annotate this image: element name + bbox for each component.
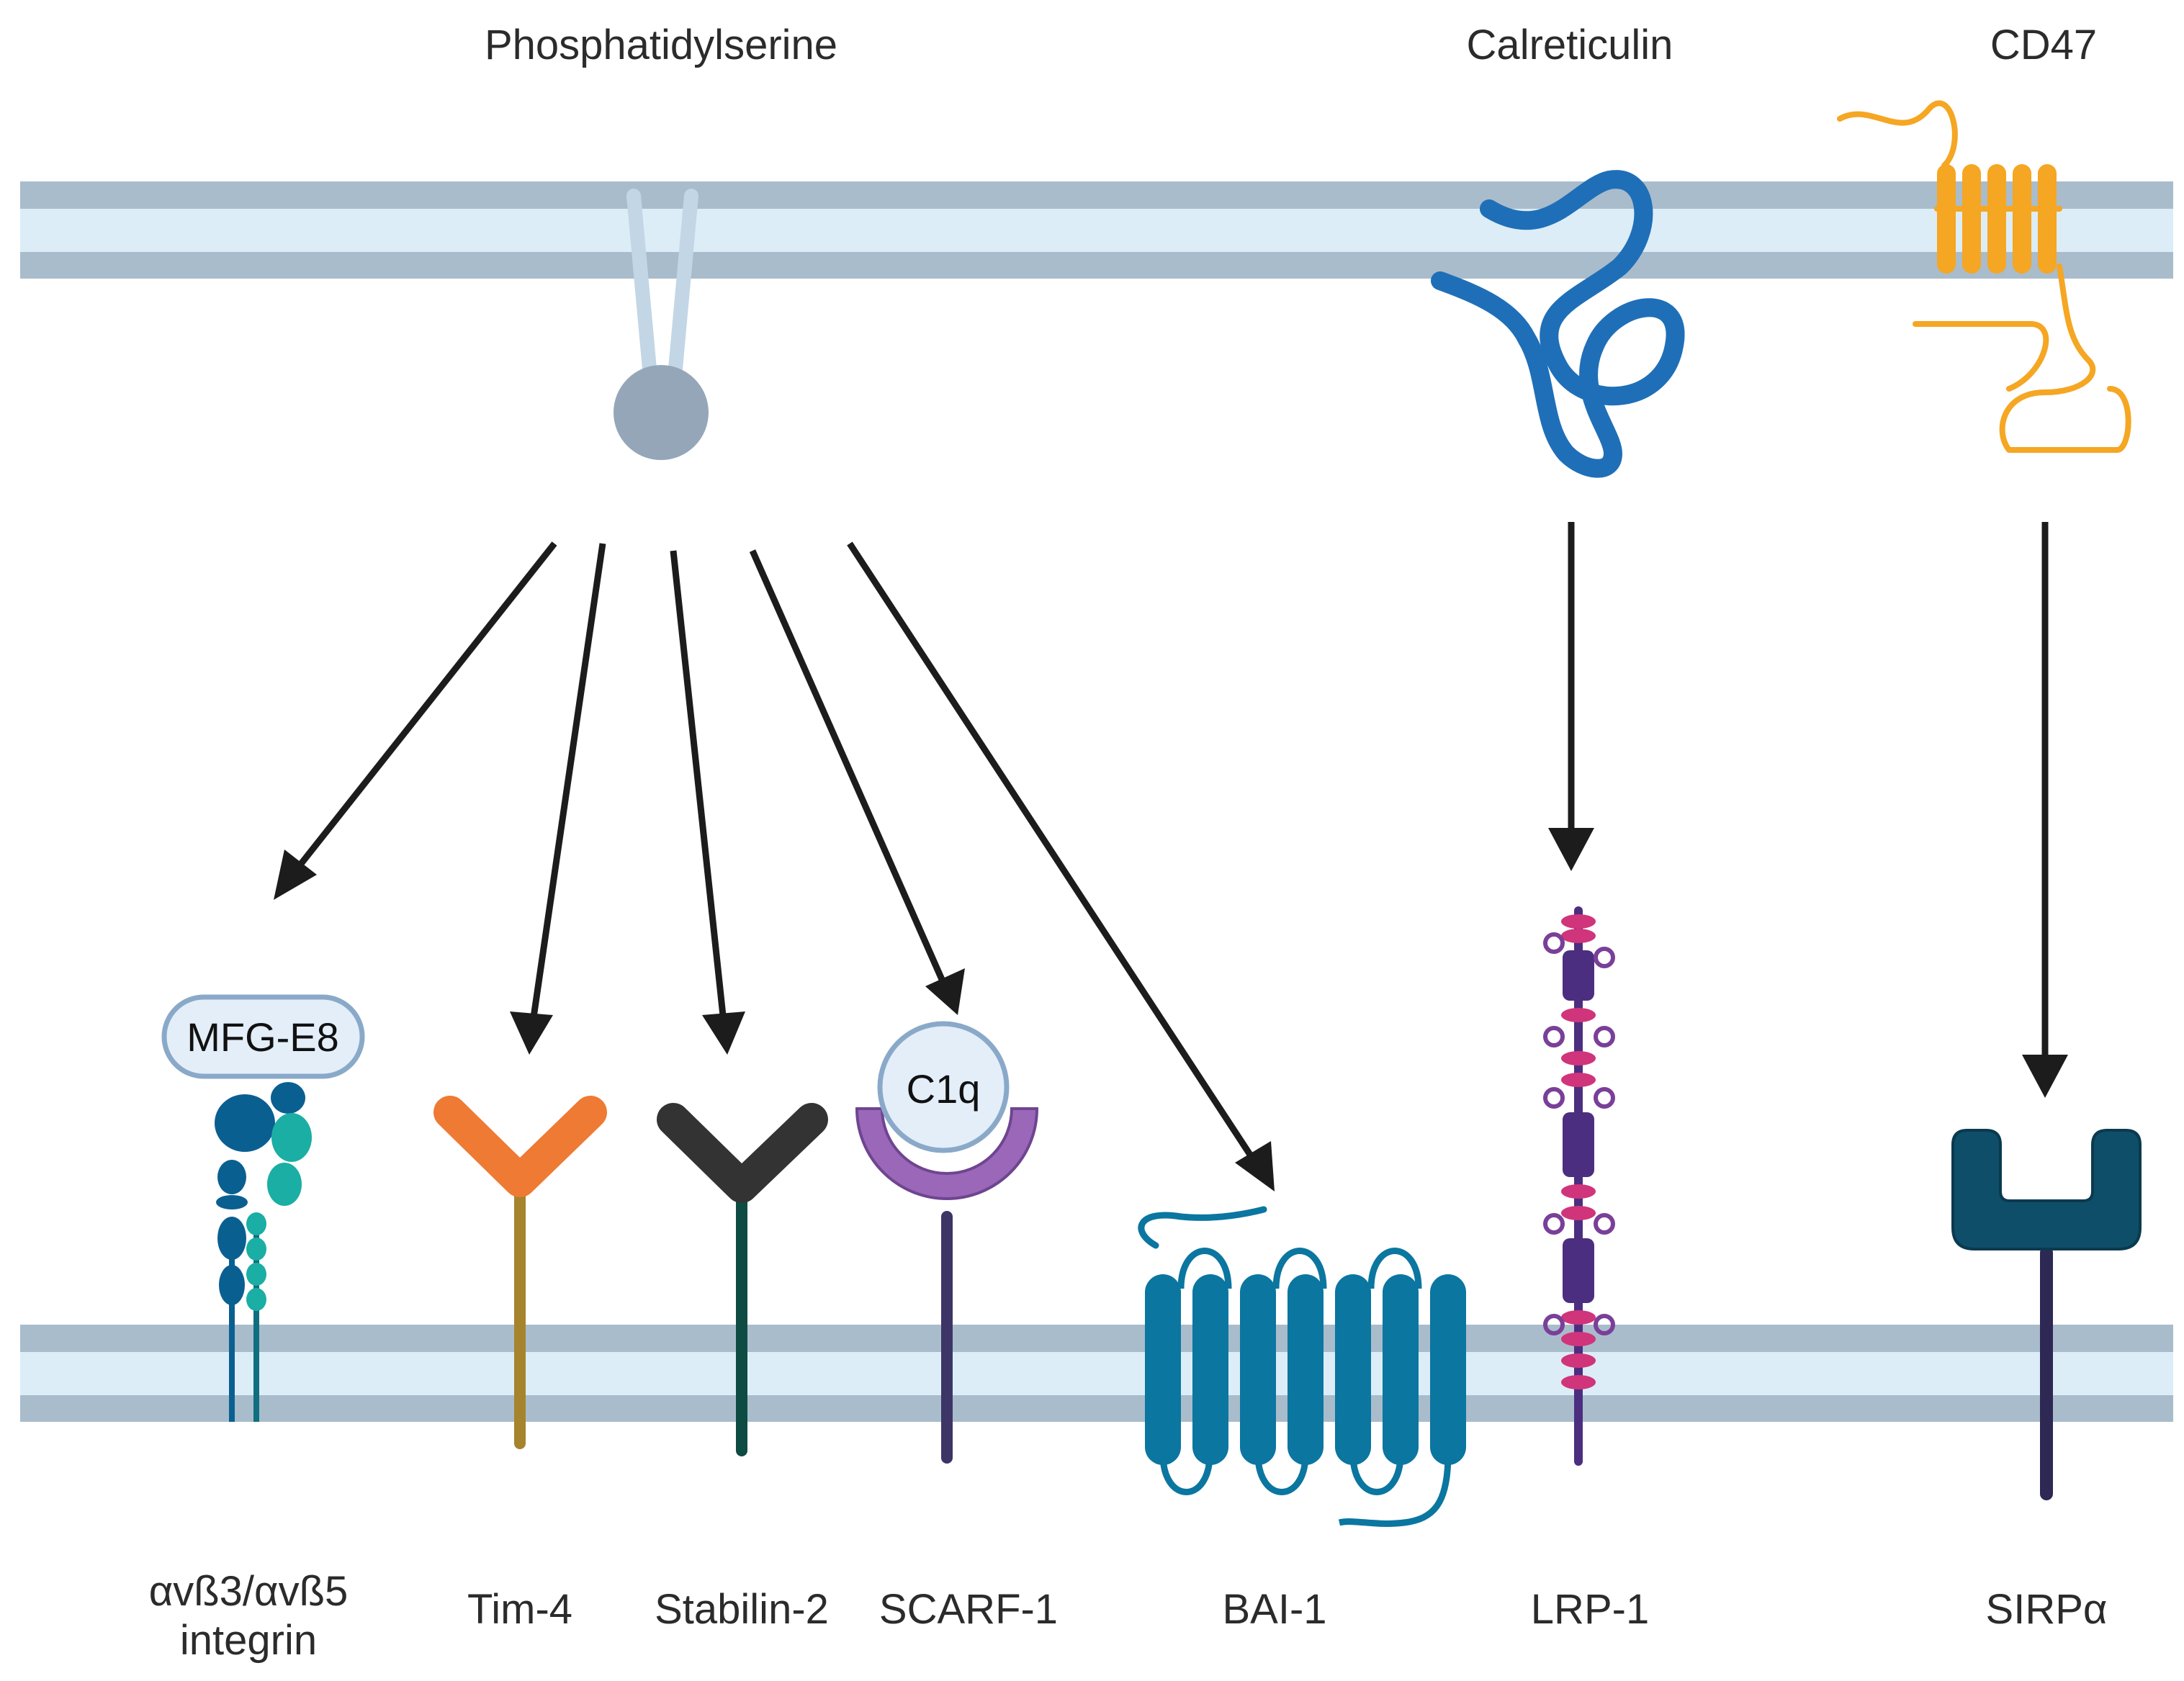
- phosphatidylserine-label: Phosphatidylserine: [485, 22, 837, 68]
- phagocyte-membrane: [20, 1325, 2173, 1422]
- lrp1-label: LRP-1: [1531, 1586, 1649, 1633]
- tim4-receptor: [433, 1096, 607, 1449]
- arrow-ps-to-stabilin2: [670, 550, 727, 1023]
- arrow-ps-to-integrin: [292, 541, 557, 873]
- interaction-arrows: [274, 522, 2068, 1191]
- scarf1-label: SCARF-1: [879, 1586, 1058, 1633]
- arrowhead-c1q: [925, 968, 965, 1015]
- phosphatidylserine-molecule: [614, 189, 709, 460]
- sirpa-receptor: [1951, 1129, 2142, 1500]
- arrow-ps-to-c1q: [749, 549, 947, 984]
- sirpa-label: SIRPα: [1986, 1586, 2108, 1633]
- mfg-e8-bridge: MFG-E8: [161, 994, 365, 1079]
- arrowhead-integrin: [274, 849, 317, 900]
- arrowhead-lrp1: [1548, 828, 1594, 871]
- integrin-label-line1: αvß3/αvß5: [149, 1568, 349, 1615]
- cd47-label: CD47: [1990, 22, 2097, 68]
- arrowhead-stabilin2: [702, 1011, 745, 1055]
- scarf1-receptor: [855, 1107, 1039, 1464]
- integrin-label-line2: integrin: [180, 1617, 317, 1664]
- stabilin2-receptor: [657, 1103, 828, 1456]
- calreticulin-molecule: [1431, 170, 1685, 478]
- arrowhead-sirpa: [2022, 1055, 2068, 1098]
- stabilin2-label: Stabilin-2: [655, 1586, 829, 1633]
- mfg-e8-label: MFG-E8: [187, 1014, 339, 1060]
- c1q-bridge: C1q: [877, 1021, 1010, 1153]
- lrp1-receptor: [1543, 906, 1615, 1466]
- arrowhead-bai1: [1235, 1141, 1275, 1191]
- arrow-ps-to-tim4: [529, 543, 606, 1023]
- bai1-receptor: [1138, 1206, 1466, 1527]
- tim4-label: Tim-4: [467, 1586, 572, 1633]
- arrowhead-tim4: [510, 1011, 553, 1055]
- integrin-receptor: [215, 1082, 312, 1422]
- c1q-label: C1q: [907, 1066, 981, 1112]
- apoptotic-cell-membrane: [20, 181, 2173, 279]
- bai1-label: BAI-1: [1222, 1586, 1326, 1633]
- cd47-molecule: [1837, 100, 2131, 453]
- arrow-ps-to-bai1: [847, 541, 1256, 1161]
- calreticulin-label: Calreticulin: [1467, 22, 1673, 68]
